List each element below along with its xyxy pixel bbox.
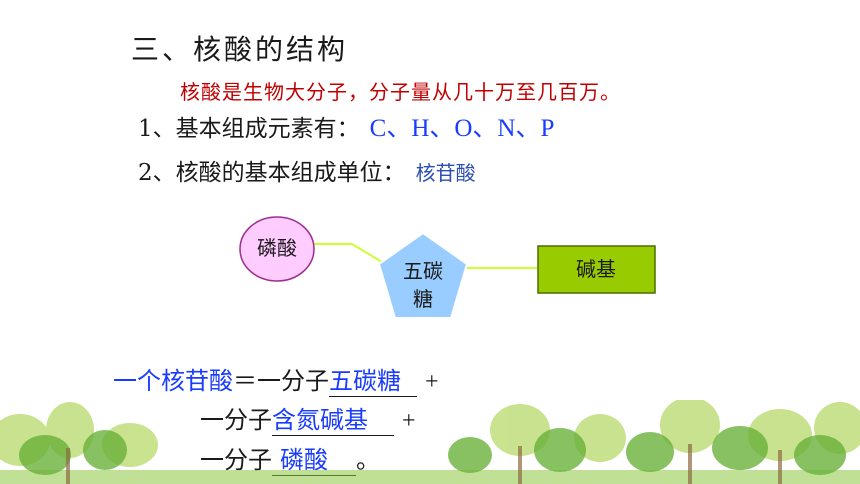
equation-part1-prefix: 一分子 <box>257 367 329 395</box>
sugar-label-line1: 五碳 <box>403 259 443 283</box>
point-2-label: 2、核酸的基本组成单位： <box>138 160 406 186</box>
blank-pentose: 五碳糖 <box>329 361 417 397</box>
equation-equals: ＝ <box>233 367 257 395</box>
point-1-label: 1、基本组成元素有： <box>138 116 360 142</box>
forest-decoration <box>0 400 860 484</box>
equation-lhs: 一个核苷酸 <box>113 367 233 395</box>
equation-line-1: 一个核苷酸＝一分子五碳糖 + <box>113 361 439 397</box>
plus-1: + <box>425 369 439 395</box>
base-label: 碱基 <box>576 257 616 281</box>
connector-phosphate-bend <box>351 243 383 263</box>
sugar-label-line2: 糖 <box>413 287 433 311</box>
base-node <box>537 245 656 294</box>
equation-part2-prefix: 一分子 <box>200 406 272 434</box>
point-2: 2、核酸的基本组成单位： 核苷酸 <box>138 153 476 187</box>
phosphate-node <box>239 216 315 282</box>
sugar-pentagon <box>377 231 469 319</box>
point-1: 1、基本组成元素有： C、H、O、N、P <box>138 108 554 144</box>
equation-end: 。 <box>356 446 380 474</box>
point-1-value: C、H、O、N、P <box>369 115 555 142</box>
blank-nitrogen-base: 含氮碱基 <box>272 400 394 436</box>
subtitle: 核酸是生物大分子，分子量从几十万至几百万。 <box>180 80 621 104</box>
phosphate-label: 磷酸 <box>257 236 297 260</box>
plus-2: + <box>402 408 416 434</box>
equation-part3-prefix: 一分子 <box>200 446 272 474</box>
slide-title: 三、核酸的结构 <box>131 33 349 66</box>
equation-line-2: 一分子含氮碱基 + <box>200 400 416 436</box>
equation-line-3: 一分子磷酸。 <box>200 440 380 476</box>
point-2-value: 核苷酸 <box>415 161 476 185</box>
